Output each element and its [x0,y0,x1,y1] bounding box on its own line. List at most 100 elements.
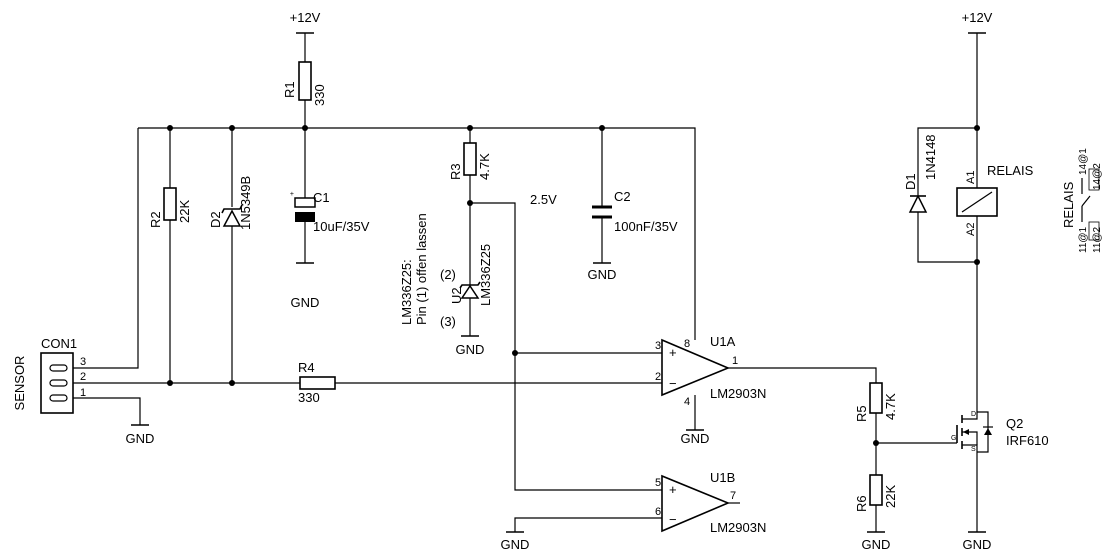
vcc-symbol-right: +12V [962,10,993,34]
junction-dot [512,350,518,356]
relay-ref: RELAIS [987,163,1034,178]
vcc-label: +12V [290,10,321,25]
junction-dot [229,380,235,386]
gnd-label: GND [588,267,617,282]
junction-dot [467,200,473,206]
relay-pin-a2: A2 [965,223,977,236]
resistor-r3: R3 4.7K [448,142,492,180]
u1a-pin3: 3 [655,340,661,352]
r2-ref: R2 [148,211,163,228]
junction-dot [599,125,605,131]
wire-12v-rail [138,127,696,340]
relay-contact: RELAIS 14@1 14@2 11@1 11@2 [1061,148,1103,253]
junction-dot [974,259,980,265]
opamp-u1b: + − 5 6 7 U1B LM2903N [655,470,766,535]
u1a-minus-sign: − [669,376,677,391]
con1-ref: CON1 [41,336,77,351]
u1b-ref: U1B [710,470,735,485]
gnd-label: GND [291,295,320,310]
r3-ref: R3 [448,163,463,180]
gnd-symbol-u1a: GND [681,429,710,446]
gnd-label: GND [963,537,992,552]
r4-value: 330 [298,390,320,405]
r6-value: 22K [883,485,898,508]
capacitor-c1: + C1 10uF/35V [290,190,370,234]
c2-ref: C2 [614,189,631,204]
u1a-pin4: 4 [684,396,690,408]
u1a-pin2: 2 [655,371,661,383]
relay-contact-14-1: 14@1 [1078,148,1089,175]
resistor-r5: R5 4.7K [854,382,898,422]
d2-ref: D2 [208,211,223,228]
u2-note-line2: Pin (1) offen lassen [414,213,429,325]
vcc-symbol-left: +12V [290,10,321,34]
wire-u1a-out [728,367,877,383]
gnd-label: GND [501,537,530,552]
u2-pin2-label: (2) [440,267,456,282]
gnd-symbol-c1: GND [291,262,320,310]
r6-ref: R6 [854,495,869,512]
r3-value: 4.7K [477,153,492,180]
zener-diode-d2: D2 1N5349B [208,176,253,230]
wires [98,33,978,532]
con1-pin2: 2 [80,371,86,383]
u1a-ref: U1A [710,334,736,349]
resistor-r1: R1 330 [282,61,327,106]
u1b-pin6: 6 [655,506,661,518]
u2-value: LM336Z25 [478,244,493,306]
wire-u1b-minus [514,517,662,532]
resistor-r4: R4 330 [298,360,336,405]
r2-value: 22K [177,200,192,223]
relay-contact-ref: RELAIS [1061,181,1076,228]
u1b-minus-sign: − [669,512,677,527]
wire-vref [470,202,662,491]
gnd-symbol-u1b: GND [501,531,530,552]
u1b-value: LM2903N [710,520,766,535]
gnd-symbol-r6: GND [862,531,891,552]
q2-pin-g: G [951,435,956,442]
diode-d1: D1 1N4148 [903,134,938,213]
u1b-pin5: 5 [655,477,661,489]
c1-value: 10uF/35V [313,219,370,234]
junction-dot [167,380,173,386]
gnd-label: GND [681,431,710,446]
resistor-r2: R2 22K [148,187,192,228]
junction-dot [873,440,879,446]
q2-ref: Q2 [1006,416,1023,431]
u1a-value: LM2903N [710,386,766,401]
vcc-label: +12V [962,10,993,25]
relay-contact-14-2: 14@2 [1092,163,1103,190]
u2-note-line1: LM336Z25: [399,259,414,325]
c2-value: 100nF/35V [614,219,678,234]
wire-con-pin1 [98,397,141,425]
relay-coil: A1 A2 RELAIS [956,160,1034,245]
d1-ref: D1 [903,173,918,190]
u1a-plus-sign: + [669,345,677,360]
gnd-symbol-q2: GND [963,531,992,552]
q2-pin-s: S [971,446,976,453]
connector-con1: CON1 SENSOR 3 2 1 [12,336,98,414]
r1-value: 330 [312,84,327,106]
gnd-label: GND [456,342,485,357]
gnd-symbol-u2: GND [456,335,485,357]
junction-dot [167,125,173,131]
u2-ref: U2 [449,287,464,304]
gnd-label: GND [862,537,891,552]
reference-diode-u2: U2 LM336Z25 (2) (3) LM336Z25: Pin (1) of… [399,213,493,329]
c1-plus-sign: + [290,191,294,198]
resistor-r6: R6 22K [854,474,898,512]
junctions [167,125,980,446]
r4-ref: R4 [298,360,315,375]
junction-dot [229,125,235,131]
junction-dot [302,125,308,131]
d1-value: 1N4148 [923,134,938,180]
c1-ref: C1 [313,190,330,205]
vref-net-label: 2.5V [530,192,557,207]
r5-value: 4.7K [883,393,898,420]
mosfet-q2: G D S Q2 IRF610 [951,411,1049,453]
wire-con-pin3 [98,128,139,369]
u1a-pin8: 8 [684,338,690,350]
con1-pin3: 3 [80,356,86,368]
